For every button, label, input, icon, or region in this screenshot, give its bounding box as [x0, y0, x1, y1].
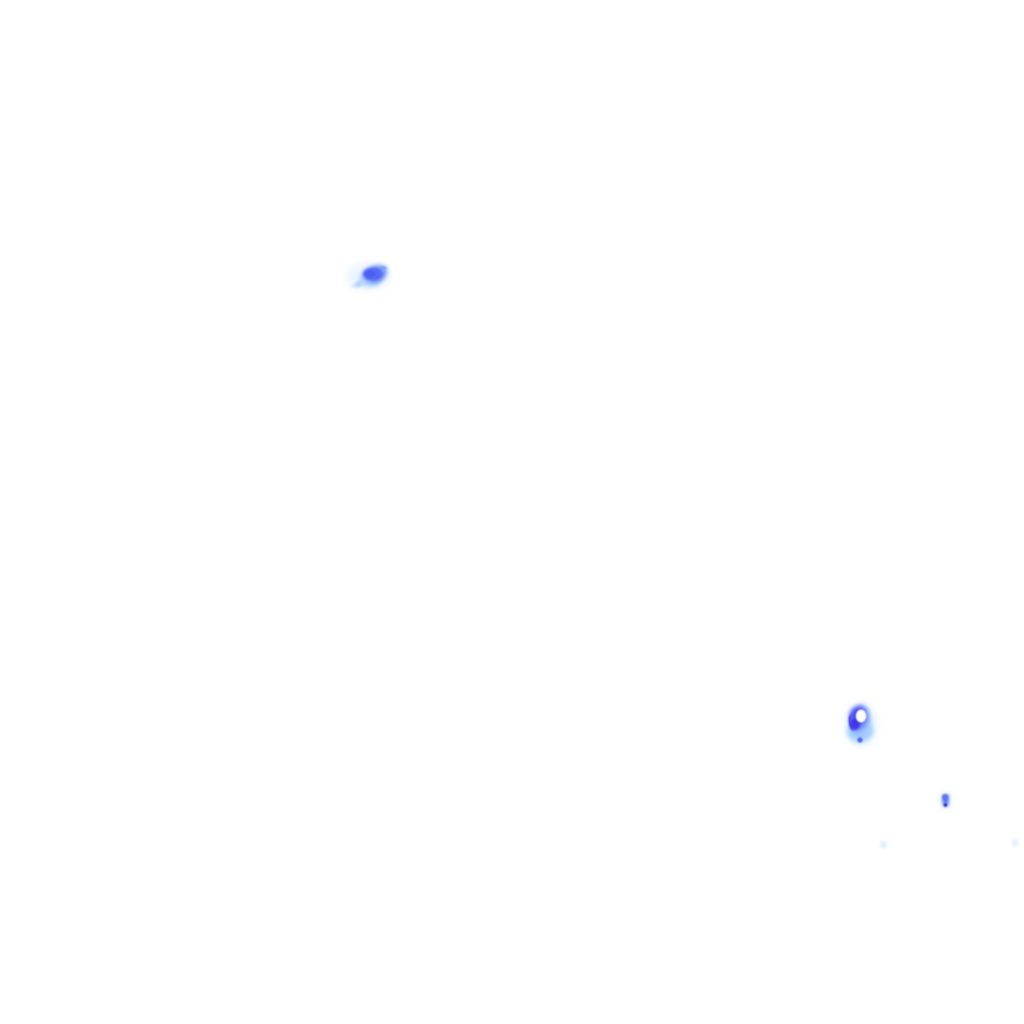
object-1-apex — [380, 266, 387, 272]
object-4-body — [880, 841, 887, 849]
object-2-basal-speck — [857, 737, 863, 743]
object-faint-speck-centre — [880, 841, 887, 849]
object-3-core — [942, 794, 948, 800]
object-5-body — [1012, 839, 1018, 847]
object-2-vacuole — [855, 709, 867, 723]
object-small-dot — [938, 791, 954, 811]
object-upper-left-elongated — [346, 263, 390, 289]
object-1-core-peak — [365, 270, 375, 278]
object-faint-speck-right-edge — [1012, 839, 1018, 847]
object-2-rim — [848, 712, 854, 731]
object-lower-right-ring — [844, 703, 878, 747]
object-2-core — [850, 718, 860, 730]
object-3-dark-speck — [943, 803, 948, 807]
